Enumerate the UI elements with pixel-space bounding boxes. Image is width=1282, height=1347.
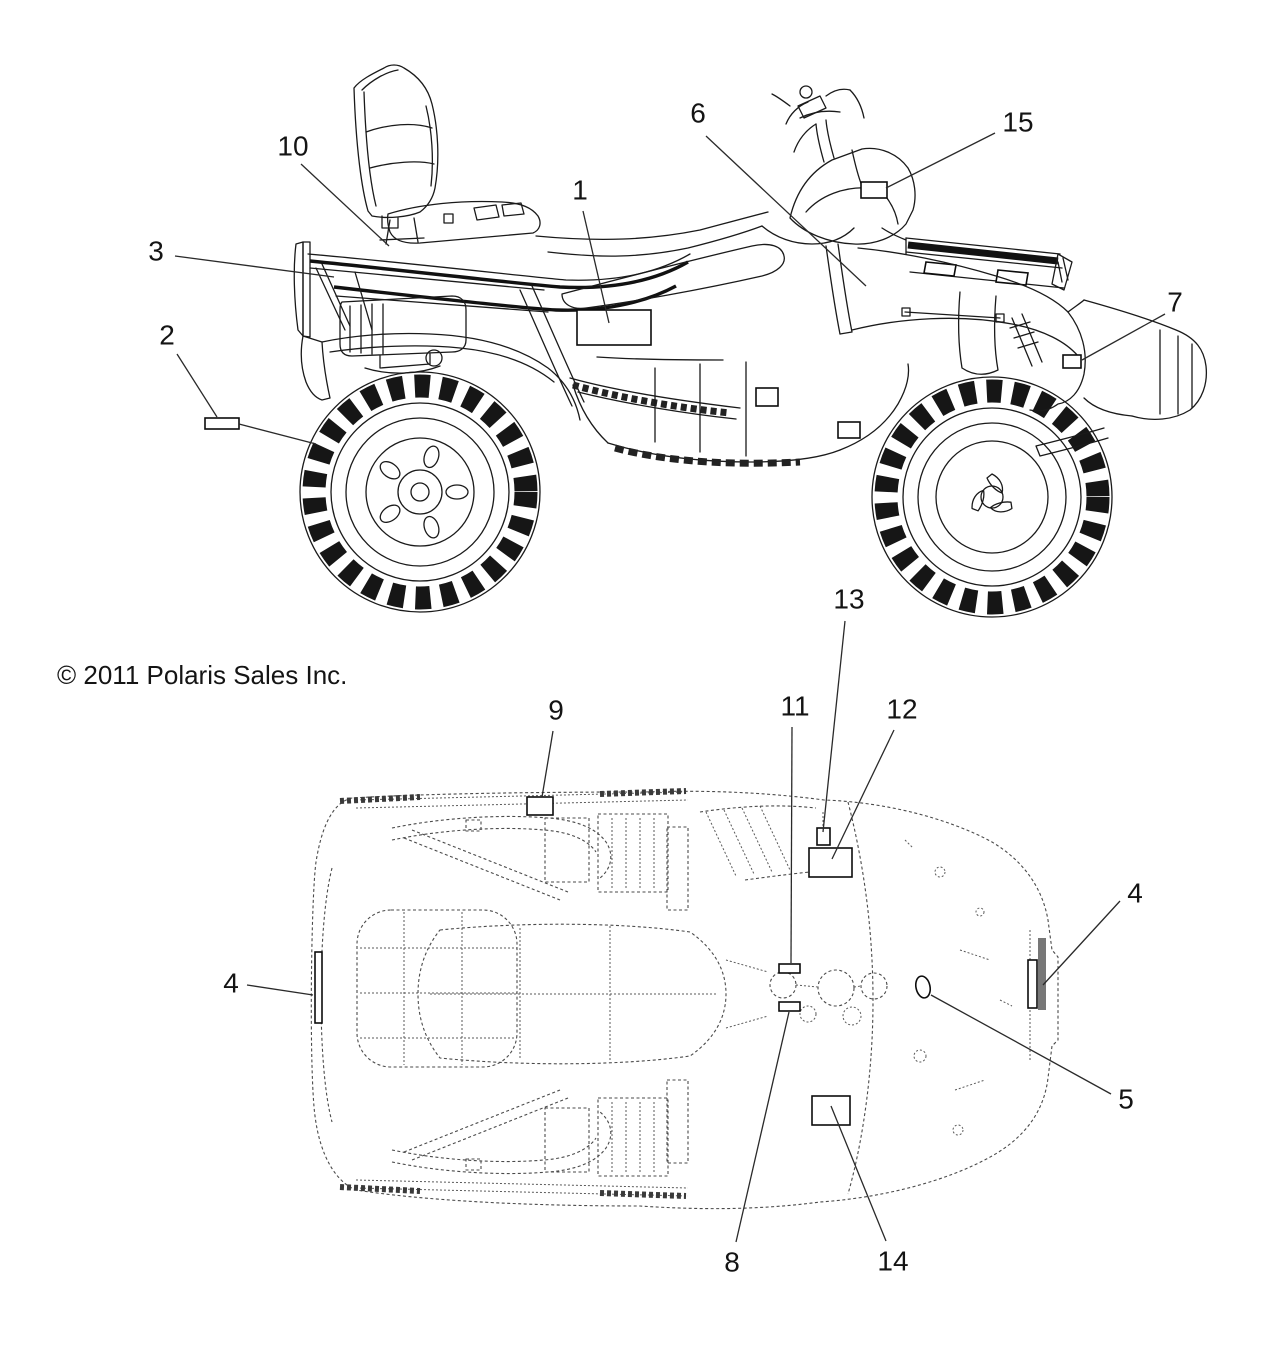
- machinery-strips: [544, 813, 689, 1177]
- seat-backrest: [353, 64, 439, 229]
- rear-wheel: [299, 371, 541, 613]
- callout-1-leader: [582, 210, 610, 324]
- callout-12-label: 12: [886, 694, 917, 725]
- callout-3-label: 3: [148, 236, 164, 267]
- front-fender: [851, 247, 1086, 412]
- front-panel-plan: [847, 801, 1046, 1195]
- callout-4-right-label: 4: [1127, 878, 1143, 909]
- front-bumper: [1035, 299, 1208, 457]
- callout-2-leader: [176, 353, 218, 418]
- callout-7-label: 7: [1167, 287, 1183, 318]
- callout-13-label: 13: [833, 584, 864, 615]
- front-wheel: [871, 376, 1113, 618]
- callout-15-label: 15: [1002, 107, 1033, 138]
- decal-location-15: [860, 181, 888, 199]
- seat-cushion: [386, 200, 541, 244]
- decal-targets: [204, 181, 1082, 1126]
- callout-12-leader: [831, 729, 895, 860]
- rear-fender: [300, 285, 585, 421]
- decal-location-5: [914, 975, 932, 999]
- callout-7-leader: [1081, 313, 1166, 361]
- callout-8-label: 8: [724, 1247, 740, 1278]
- callout-11-label: 11: [780, 691, 809, 722]
- callout-9-label: 9: [548, 695, 564, 726]
- callout-5-label: 5: [1118, 1084, 1134, 1115]
- callout-11-leader: [790, 726, 793, 964]
- front-rack: [881, 227, 1073, 291]
- callout-3-leader: [174, 255, 335, 278]
- callout-2-label: 2: [159, 320, 175, 351]
- decal-location-1: [576, 309, 652, 346]
- rear-rack-tubes: [391, 815, 612, 1175]
- callout-15-leader: [885, 132, 996, 189]
- decal-location-14: [811, 1095, 851, 1126]
- callout-10-label: 10: [277, 131, 308, 162]
- callout-10-leader: [300, 163, 390, 247]
- decal-location-12: [808, 847, 853, 878]
- atv-top-view-drawing: [310, 788, 1059, 1210]
- callout-13-leader: [822, 620, 846, 833]
- callout-14-label: 14: [877, 1246, 908, 1277]
- handlebar-cluster: [771, 85, 865, 163]
- callout-14-leader: [830, 1105, 887, 1242]
- callout-4-left-leader: [246, 984, 314, 996]
- callout-5-leader: [930, 994, 1112, 1095]
- atv-side-view-drawing: [293, 64, 1208, 618]
- callout-6-leader: [705, 135, 867, 287]
- mid-body-panel: [535, 211, 855, 335]
- side-rails: [339, 788, 689, 1199]
- decal-location-8: [778, 1001, 801, 1012]
- decal-location-2: [204, 417, 240, 430]
- callout-9-leader: [541, 730, 554, 798]
- callout-4-right-leader: [1042, 900, 1121, 986]
- plan-outline: [310, 790, 1059, 1210]
- rear-wheel-spoke-holes: [379, 445, 469, 539]
- callout-6-label: 6: [690, 98, 706, 129]
- engine-block: [339, 295, 467, 374]
- decal-location-4-left: [314, 951, 323, 1024]
- callout-2-extra-leader: [238, 423, 317, 445]
- copyright-text: © 2011 Polaris Sales Inc.: [57, 660, 347, 690]
- decal-location-11: [778, 963, 801, 974]
- front-hub-lobes: [971, 473, 1013, 513]
- footwell: [569, 356, 910, 467]
- decal-location-7: [1062, 354, 1082, 369]
- decal-location-4-right: [1027, 959, 1038, 1009]
- rear-platform-grid: [320, 867, 518, 1123]
- callout-8-leader: [735, 1011, 790, 1243]
- decal-location-9: [526, 796, 554, 816]
- callout-1-label: 1: [572, 175, 588, 206]
- seat-plan: [417, 923, 769, 1065]
- callout-4-left-label: 4: [223, 968, 239, 999]
